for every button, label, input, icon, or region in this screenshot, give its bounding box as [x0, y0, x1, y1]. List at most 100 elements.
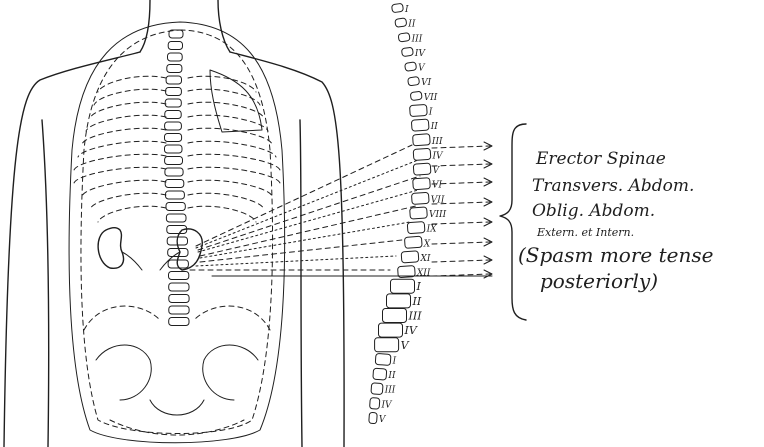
vertebra — [398, 33, 410, 42]
muscle-arrow-line — [432, 222, 490, 224]
caption: Erector Spinae Transvers. Abdom. Oblig. … — [518, 149, 713, 293]
label-spasm-note-line1: (Spasm more tense — [518, 243, 713, 267]
vertebra — [405, 62, 417, 71]
vertebra-label: IV — [432, 151, 445, 161]
vertebra-label: X — [423, 239, 431, 249]
vertebra — [391, 3, 403, 12]
vertebra — [411, 119, 429, 131]
vertebra — [373, 368, 387, 380]
vertebra-label: VII — [424, 93, 438, 103]
muscle-arrow-line — [432, 164, 490, 166]
torso-vertebra — [166, 191, 185, 199]
reflex-arrow-line — [196, 160, 418, 248]
vertebra — [408, 76, 420, 85]
vertebra-label: III — [384, 386, 396, 396]
vertebra — [413, 163, 431, 175]
torso-vertebra — [168, 53, 183, 61]
vertebra-label: IV — [381, 400, 394, 410]
ribs — [74, 76, 280, 222]
vertebra — [375, 338, 399, 352]
vertebra — [375, 353, 391, 365]
muscle-arrow-line — [432, 242, 490, 244]
vertebra — [395, 18, 407, 27]
vertebra — [410, 207, 428, 219]
vertebra — [387, 294, 411, 308]
vertebra-label: V — [401, 339, 410, 352]
rib — [98, 206, 166, 222]
vertebra-label: III — [431, 137, 443, 147]
label-oblig-abdom: Oblig. Abdom. — [532, 201, 655, 221]
vertebra — [407, 222, 425, 234]
vertebra-label: III — [408, 310, 423, 323]
torso-vertebra — [166, 88, 182, 96]
torso-vertebra — [165, 122, 182, 130]
vertebra-label: VI — [432, 181, 442, 191]
vertebra-label: II — [430, 122, 439, 132]
vertebra — [371, 383, 383, 395]
torso-vertebra — [165, 168, 183, 176]
left-kidney — [98, 228, 142, 270]
vertebra-label: III — [411, 34, 423, 44]
label-transvers-abdom: Transvers. Abdom. — [532, 176, 694, 196]
torso-vertebra — [169, 283, 189, 291]
torso-vertebra — [166, 214, 186, 222]
muscle-arrow-line — [432, 260, 490, 262]
vertebra-label: XI — [420, 254, 431, 264]
vertebra — [413, 134, 431, 146]
label-spasm-note-line2: posteriorly) — [540, 269, 658, 293]
vertebra-label: V — [418, 64, 426, 74]
torso-outline — [4, 0, 344, 447]
vertebra — [413, 148, 431, 160]
torso-vertebra — [167, 65, 182, 73]
vertebra — [413, 178, 431, 190]
vertebra — [369, 412, 378, 424]
label-extern-intern: Extern. et Intern. — [536, 226, 634, 239]
vertebra — [370, 398, 380, 410]
torso-vertebra — [165, 99, 181, 107]
rib — [188, 206, 256, 222]
vertebra-label: V — [433, 166, 441, 176]
torso-vertebra — [166, 203, 185, 211]
grouping-brace — [500, 124, 526, 320]
torso-vertebra — [169, 306, 189, 314]
vertebra — [383, 309, 407, 323]
torso-vertebra — [169, 318, 189, 326]
vertebra — [401, 47, 413, 56]
vertebra-label: II — [387, 371, 396, 381]
vertebra-label: II — [412, 295, 422, 308]
torso-spine — [165, 30, 190, 326]
torso-vertebra — [169, 295, 189, 303]
vertebra — [379, 323, 403, 337]
reflex-arrow-line — [196, 256, 396, 266]
vertebra-label: I — [428, 108, 433, 118]
torso-vertebra — [165, 111, 181, 119]
reflex-arrow-line — [198, 190, 418, 252]
reflex-arrow-line — [196, 145, 412, 246]
vertebra — [401, 251, 419, 263]
label-erector-spinae: Erector Spinae — [535, 149, 666, 169]
reflex-arrow-line — [200, 222, 410, 258]
torso-vertebra — [165, 134, 182, 142]
vertebra — [411, 192, 429, 204]
vertebra-label: VIII — [429, 210, 447, 220]
vertebra-label: I — [392, 356, 397, 366]
torso-vertebra — [169, 272, 189, 280]
torso-vertebra — [165, 180, 184, 188]
vertebra — [410, 104, 428, 116]
torso-vertebra — [166, 76, 181, 84]
vertebra-labels: IIIIIIIVVVIVIIIIIIIIIVVVIVIIVIIIIXXXIXII… — [379, 5, 447, 425]
vertebra — [410, 91, 422, 100]
torso-vertebra — [168, 249, 188, 257]
vertebra-label: I — [416, 280, 422, 293]
torso-vertebra — [165, 145, 183, 153]
vertebra-label: II — [407, 20, 416, 30]
torso-vertebra — [168, 42, 182, 50]
torso-vertebra — [165, 157, 183, 165]
vertebra-label: I — [404, 5, 409, 15]
vertebra-label: V — [379, 415, 387, 425]
vertebra-label: VI — [421, 78, 431, 88]
vertebra-label: XII — [416, 269, 431, 279]
reflex-arrow-line — [200, 206, 416, 256]
vertebra — [404, 236, 422, 248]
